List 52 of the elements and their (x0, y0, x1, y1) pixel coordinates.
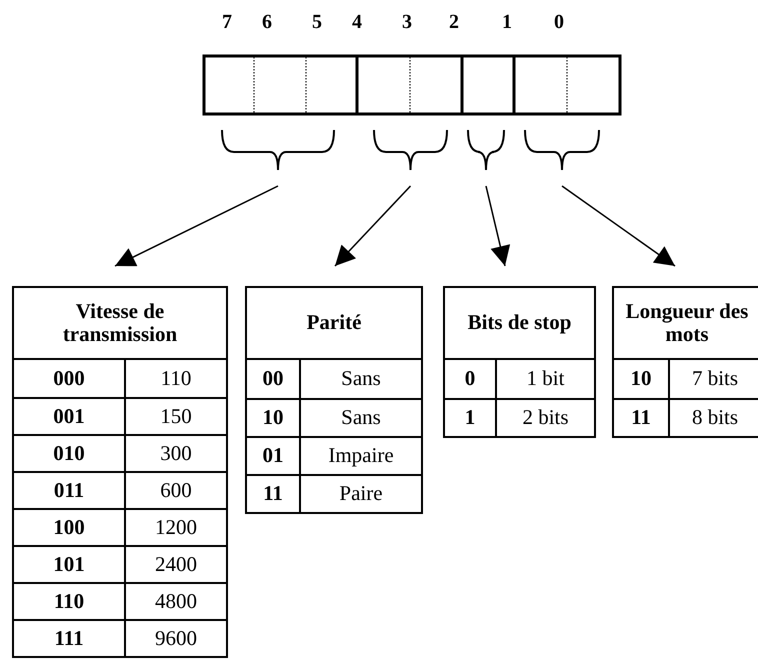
lookup-table (612, 286, 758, 438)
value-cell-text: 4800 (154, 588, 198, 615)
table-header: Longueur des mots (624, 300, 750, 346)
bit-number: 3 (402, 12, 412, 32)
code-cell: 10 (614, 360, 670, 398)
value-cell-text: 150 (159, 402, 193, 430)
bit-number: 0 (554, 12, 564, 32)
value-cell-text: 1200 (154, 514, 198, 541)
lookup-table (443, 286, 596, 438)
value-cell-text: 300 (159, 440, 193, 467)
arrow (114, 185, 278, 267)
code-cell: 000 (14, 360, 126, 397)
code-cell: 11 (614, 400, 670, 436)
bit-number: 4 (352, 12, 362, 32)
code-cell: 0 (445, 360, 497, 398)
lookup-table (245, 286, 423, 514)
arrow (334, 185, 412, 267)
code-cell: 101 (14, 547, 126, 582)
bit-number: 1 (502, 12, 512, 32)
code-cell: 00 (247, 360, 301, 398)
value-cell-text: Sans (340, 365, 382, 392)
code-cell: 110 (14, 584, 126, 619)
bit-number: 6 (262, 12, 272, 32)
code-cell: 011 (14, 473, 126, 508)
code-cell: 10 (247, 400, 301, 436)
code-cell: 1 (445, 400, 497, 436)
code-cell: 01 (247, 438, 301, 474)
value-cell-text: Paire (338, 480, 384, 508)
table-header: Vitesse de transmission (62, 300, 178, 346)
code-cell: 11 (247, 476, 301, 512)
arrow (485, 186, 510, 266)
code-cell: 001 (14, 399, 126, 434)
code-cell: 100 (14, 510, 126, 545)
value-cell-text: 110 (160, 364, 192, 392)
value-cell-text: 1 bit (526, 365, 566, 392)
bit-number: 5 (312, 12, 322, 32)
value-cell-text: 9600 (154, 624, 198, 652)
code-cell: 111 (14, 621, 126, 656)
code-cell: 010 (14, 436, 126, 471)
arrow (562, 185, 676, 267)
value-cell-text: Sans (340, 404, 382, 432)
value-cell-text: 2400 (154, 550, 198, 578)
lookup-table (12, 286, 228, 658)
bit-number: 2 (449, 12, 459, 32)
table-header: Parité (306, 311, 362, 335)
table-header: Bits de stop (468, 311, 572, 335)
value-cell-text: 7 bits (690, 365, 740, 392)
value-cell-text: 2 bits (521, 404, 570, 432)
value-cell-text: 600 (159, 476, 193, 504)
bit-number: 7 (222, 12, 232, 32)
value-cell-text: Impaire (327, 442, 395, 470)
value-cell-text: 8 bits (690, 404, 740, 432)
